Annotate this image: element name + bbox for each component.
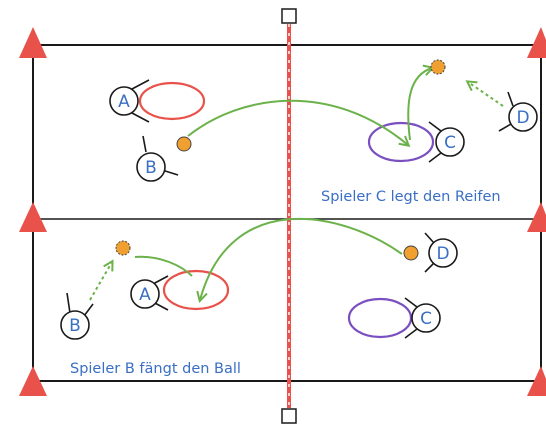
player-label: C xyxy=(420,309,432,329)
arrow-icon xyxy=(200,217,403,300)
hoop-icon xyxy=(138,81,206,121)
player-icon xyxy=(136,152,166,182)
ball-icon xyxy=(403,245,419,261)
player-icon xyxy=(508,102,538,132)
cone-icon xyxy=(19,27,47,58)
player-top-d: D xyxy=(498,91,538,132)
ball-icon xyxy=(430,59,446,75)
player-label: C xyxy=(444,133,456,153)
cone-icon xyxy=(19,366,47,396)
player-icon xyxy=(130,279,160,309)
cone-icon xyxy=(19,202,47,232)
ball-icon xyxy=(115,240,131,256)
player-icon xyxy=(60,310,90,340)
player-label: D xyxy=(516,108,529,128)
player-label: A xyxy=(118,92,130,112)
caption-top-right: Spieler C legt den Reifen xyxy=(321,189,501,205)
player-top-b: B xyxy=(136,135,179,182)
hoop-icon xyxy=(367,121,435,163)
player-bottom-d: D xyxy=(424,232,458,273)
post-icon xyxy=(281,8,297,24)
arrow-icon xyxy=(407,68,432,141)
cones xyxy=(19,27,546,396)
caption-bottom-left: Spieler B fängt den Ball xyxy=(70,361,241,377)
arrow-icon xyxy=(134,255,193,277)
player-bottom-b: B xyxy=(60,292,94,340)
player-bottom-c: C xyxy=(404,297,441,339)
player-top-a: A xyxy=(109,79,150,123)
player-icon xyxy=(109,86,139,116)
arrow-icon xyxy=(468,82,504,107)
hoop-icon xyxy=(162,269,230,311)
player-icon xyxy=(428,238,458,268)
player-label: A xyxy=(139,285,151,305)
player-label: B xyxy=(69,316,81,336)
hoop-icon xyxy=(347,297,413,339)
player-icon xyxy=(411,303,441,333)
player-label: B xyxy=(145,158,157,178)
player-bottom-a: A xyxy=(130,275,169,311)
player-icon xyxy=(435,127,465,157)
cone-icon xyxy=(527,202,546,232)
cone-icon xyxy=(527,366,546,396)
player-top-c: C xyxy=(428,121,465,163)
cone-icon xyxy=(527,27,546,58)
player-label: D xyxy=(436,244,449,264)
post-icon xyxy=(281,408,297,424)
arrow-icon xyxy=(187,99,408,145)
ball-icon xyxy=(176,136,192,152)
arrow-icon xyxy=(89,262,112,301)
